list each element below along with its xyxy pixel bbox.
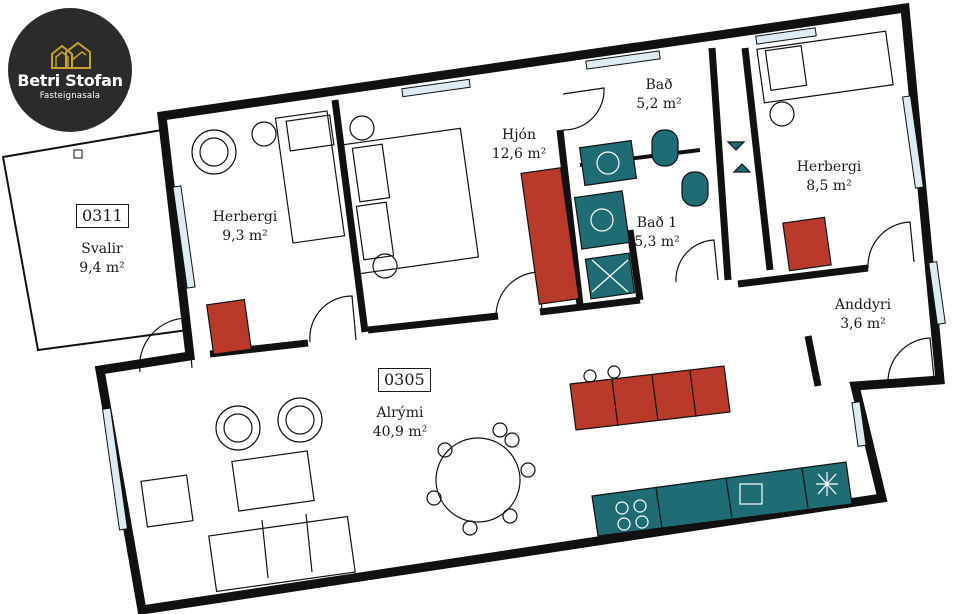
building-logo-icon [51, 41, 91, 69]
exterior-walls [94, 2, 946, 614]
room-area: 9,4 m² [79, 260, 125, 276]
room-area: 40,9 m² [372, 424, 428, 440]
brand-name: Betri Stofan [17, 71, 123, 90]
room-name: Anddyri [834, 297, 892, 313]
room-name: Hjón [502, 127, 536, 143]
room-area: 3,6 m² [840, 316, 886, 332]
living-furniture [140, 397, 536, 593]
unit-number-balcony: 0311 [76, 204, 129, 228]
room-label-svalir: Svalir 9,4 m² [62, 240, 142, 278]
room-label-herbergi-1: Herbergi 9,3 m² [200, 208, 290, 246]
room-name: Alrými [376, 405, 424, 421]
room-label-alrymi: Alrými 40,9 m² [350, 404, 450, 442]
room-name: Bað [645, 77, 673, 93]
unit-number-apartment: 0305 [378, 368, 431, 392]
room-area: 12,6 m² [491, 146, 547, 162]
room-area: 9,3 m² [222, 228, 268, 244]
room-label-bad-1: Bað 1 5,3 m² [612, 214, 702, 252]
room-area: 5,2 m² [636, 96, 682, 112]
room-name: Bað 1 [636, 215, 678, 231]
bathroom-fixtures [573, 129, 752, 300]
bedroom-2-furniture [756, 30, 894, 272]
room-label-hjon: Hjón 12,6 m² [474, 126, 564, 164]
room-area: 5,3 m² [634, 234, 680, 250]
room-label-herbergi-2: Herbergi 8,5 m² [784, 158, 874, 196]
room-name: Svalir [81, 241, 123, 257]
room-name: Herbergi [796, 159, 862, 175]
room-name: Herbergi [212, 209, 278, 225]
room-area: 8,5 m² [806, 178, 852, 194]
bedroom-1-furniture [191, 110, 346, 356]
brand-logo: Betri Stofan Fasteignasala [8, 8, 132, 132]
kitchen-cabinets [569, 365, 853, 537]
room-label-anddyri: Anddyri 3,6 m² [818, 296, 908, 334]
interior-walls [209, 47, 869, 387]
room-label-bad: Bað 5,2 m² [614, 76, 704, 114]
brand-tagline: Fasteignasala [39, 91, 101, 101]
master-bedroom-furniture [340, 115, 580, 305]
